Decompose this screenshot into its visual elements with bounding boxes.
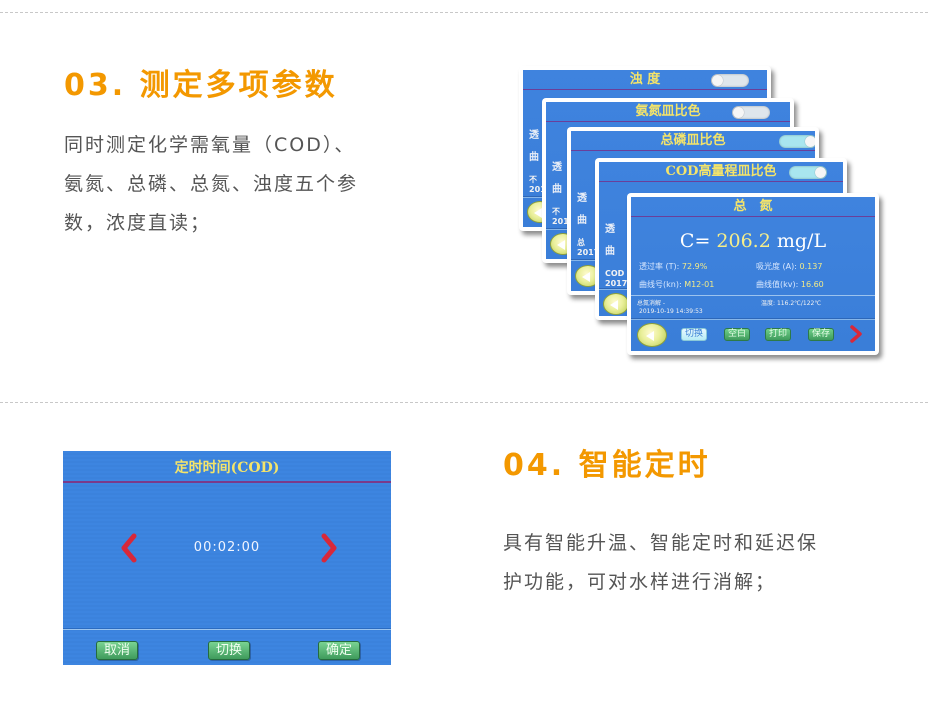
section3-line-1: 同时测定化学需氧量（COD）、 xyxy=(64,134,356,156)
section3-title: 03. 测定多项参数 xyxy=(64,68,338,103)
temperature-label: 温度: xyxy=(761,300,776,307)
section3-line-3: 数，浓度直读； xyxy=(64,212,212,234)
screen-title: 总磷皿比色 xyxy=(571,131,815,151)
stub-text: 201 xyxy=(552,217,569,226)
concentration-unit: mg/L xyxy=(776,230,827,252)
curve-value-value: 16.60 xyxy=(800,280,824,289)
toggle-knob xyxy=(805,136,815,147)
chevron-right-icon[interactable] xyxy=(319,533,339,563)
status-separator xyxy=(631,295,875,296)
stub-text: 透 xyxy=(577,193,587,204)
curve-value: 曲线值(kv): 16.60 xyxy=(756,279,824,290)
curve-number-label: 曲线号(kn): xyxy=(639,280,682,289)
concentration-prefix: C= xyxy=(679,230,711,252)
stub-text: COD xyxy=(605,269,625,278)
curve-number: 曲线号(kn): M12-01 xyxy=(639,279,714,290)
section3-description: 同时测定化学需氧量（COD）、 氨氮、总磷、总氮、浊度五个参 数，浓度直读； xyxy=(64,126,444,243)
arrow-left-icon xyxy=(534,208,542,218)
timer-title: 定时时间(COD) xyxy=(63,451,391,483)
switch-button[interactable]: 切换 xyxy=(681,328,708,341)
stub-text: 曲 xyxy=(529,152,539,163)
section4-title: 04. 智能定时 xyxy=(503,448,711,483)
timer-value: 00:02:00 xyxy=(193,540,261,555)
toggle-knob xyxy=(815,167,826,178)
toggle-switch[interactable] xyxy=(711,74,749,87)
temperature: 温度: 116.2℃/122℃ xyxy=(761,298,821,307)
arrow-left-icon xyxy=(610,300,618,310)
stub-text: 曲 xyxy=(552,184,562,195)
section4-line-2: 护功能，可对水样进行消解； xyxy=(503,571,777,593)
concentration-value: 206.2 xyxy=(716,230,771,252)
stub-text: 曲 xyxy=(605,246,615,257)
section3-line-2: 氨氮、总磷、总氮、浊度五个参 xyxy=(64,173,359,195)
toggle-switch[interactable] xyxy=(789,166,827,179)
chevron-left-icon[interactable] xyxy=(119,533,139,563)
screen-title: COD高量程皿比色 xyxy=(599,162,843,182)
transmittance-label: 透过率 (T): xyxy=(639,262,680,271)
stub-text: 2017 xyxy=(577,248,600,257)
timer-screen: 定时时间(COD) 00:02:00 取消 切换 确定 xyxy=(63,451,391,665)
stub-text: 透 xyxy=(552,162,562,173)
back-button[interactable] xyxy=(637,323,667,347)
chevron-right-icon[interactable] xyxy=(849,325,863,343)
confirm-button[interactable]: 确定 xyxy=(318,641,360,660)
curve-value-label: 曲线值(kv): xyxy=(756,280,799,289)
screen-title: 浊 度 xyxy=(523,70,767,90)
transmittance: 透过率 (T): 72.9% xyxy=(639,261,707,272)
transmittance-value: 72.9% xyxy=(681,262,708,271)
stub-text: 不 xyxy=(552,207,560,216)
status-text: 总氮消解 - xyxy=(637,300,666,307)
stub-text: 曲 xyxy=(577,215,587,226)
screen-title: 氨氮皿比色 xyxy=(546,102,790,122)
section4-description: 具有智能升温、智能定时和延迟保 护功能，可对水样进行消解； xyxy=(503,524,913,602)
concentration-readout: C= 206.2 mg/L xyxy=(631,230,875,252)
stub-text: 透 xyxy=(529,130,539,141)
stub-text: 2017 xyxy=(605,279,628,288)
toggle-knob xyxy=(733,107,744,118)
blank-button[interactable]: 空白 xyxy=(724,328,751,341)
back-button[interactable] xyxy=(603,293,629,315)
screen-total-nitrogen: 总 氮 C= 206.2 mg/L 透过率 (T): 72.9% 吸光度 (A)… xyxy=(631,197,875,351)
toggle-switch[interactable] xyxy=(779,135,815,148)
save-button[interactable]: 保存 xyxy=(808,328,835,341)
curve-number-value: M12-01 xyxy=(684,280,715,289)
top-divider xyxy=(0,12,928,13)
arrow-left-icon xyxy=(646,331,654,341)
print-button[interactable]: 打印 xyxy=(765,328,792,341)
screen-title: 总 氮 xyxy=(631,197,875,217)
stub-text: 透 xyxy=(605,224,615,235)
stub-text: 201 xyxy=(529,185,546,194)
temperature-value: 116.2℃/122℃ xyxy=(776,300,822,307)
stub-text: 不 xyxy=(529,175,537,184)
footer-separator xyxy=(63,628,391,630)
switch-button[interactable]: 切换 xyxy=(208,641,250,660)
absorbance-label: 吸光度 (A): xyxy=(756,262,797,271)
absorbance-value: 0.137 xyxy=(799,262,823,271)
arrow-left-icon xyxy=(557,240,565,250)
screen-card-total-nitrogen: 总 氮 C= 206.2 mg/L 透过率 (T): 72.9% 吸光度 (A)… xyxy=(627,193,879,355)
absorbance: 吸光度 (A): 0.137 xyxy=(756,261,822,272)
datetime: 2019-10-19 14:39:53 xyxy=(639,308,703,315)
stub-text: 总 xyxy=(577,238,585,247)
toggle-switch[interactable] xyxy=(732,106,770,119)
arrow-left-icon xyxy=(582,272,590,282)
section4-line-1: 具有智能升温、智能定时和延迟保 xyxy=(503,532,819,554)
toggle-knob xyxy=(712,75,723,86)
footer-separator xyxy=(631,318,875,320)
middle-divider xyxy=(0,402,928,403)
cancel-button[interactable]: 取消 xyxy=(96,641,138,660)
